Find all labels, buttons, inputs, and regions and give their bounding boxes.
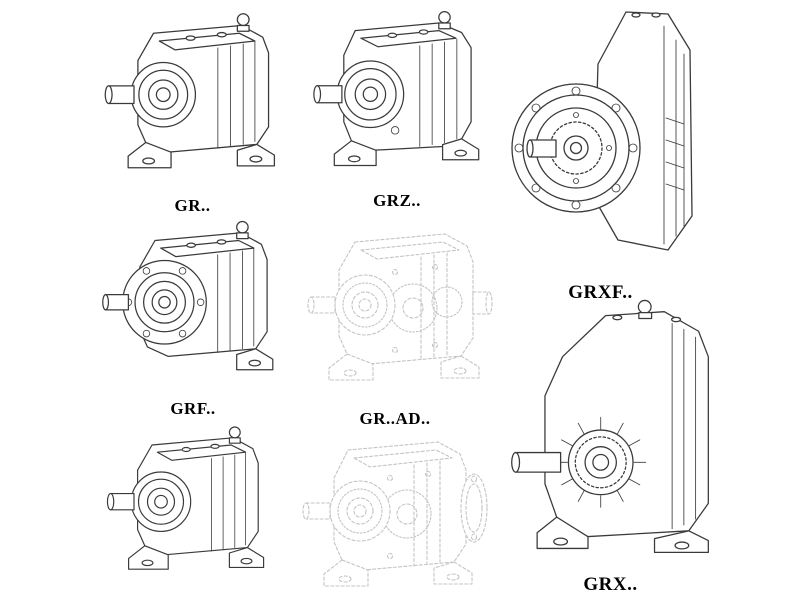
grxf-gearbox-drawing [511,11,693,251]
grft-gearbox-drawing [106,426,265,570]
gearbox-figure-grx: GRX.. [498,298,723,596]
gearbox-figure-grf: GRF.. [98,212,288,419]
model-label-grxf: GRXF.. [568,282,633,303]
grad-gearbox-drawing [307,233,493,381]
model-label-grf: GRF.. [170,399,216,419]
grf-gearbox-drawing [102,220,274,371]
gearbox-figure-grft: GR..F [98,418,278,600]
gearbox-figure-gr: GR.. [95,4,290,216]
grz-gearbox-drawing [313,10,480,167]
model-label-grx: GRX.. [583,573,638,595]
gearbox-figure-grz: GRZ.. [302,4,492,211]
model-label-grad: GR..AD.. [359,409,431,428]
grx-gearbox-drawing [511,299,709,553]
gr-gearbox-drawing [104,13,276,169]
gearbox-figure-gram: GR..AM.. [292,418,492,600]
gram-gearbox-drawing [302,441,488,587]
gearbox-figure-grxf: GRXF.. [498,0,703,304]
gearbox-figure-grad: GR..AD.. [295,212,495,429]
model-label-grft: GR..F [165,596,212,600]
model-label-gr: GR.. [174,196,211,216]
model-label-grz: GRZ.. [373,191,421,211]
